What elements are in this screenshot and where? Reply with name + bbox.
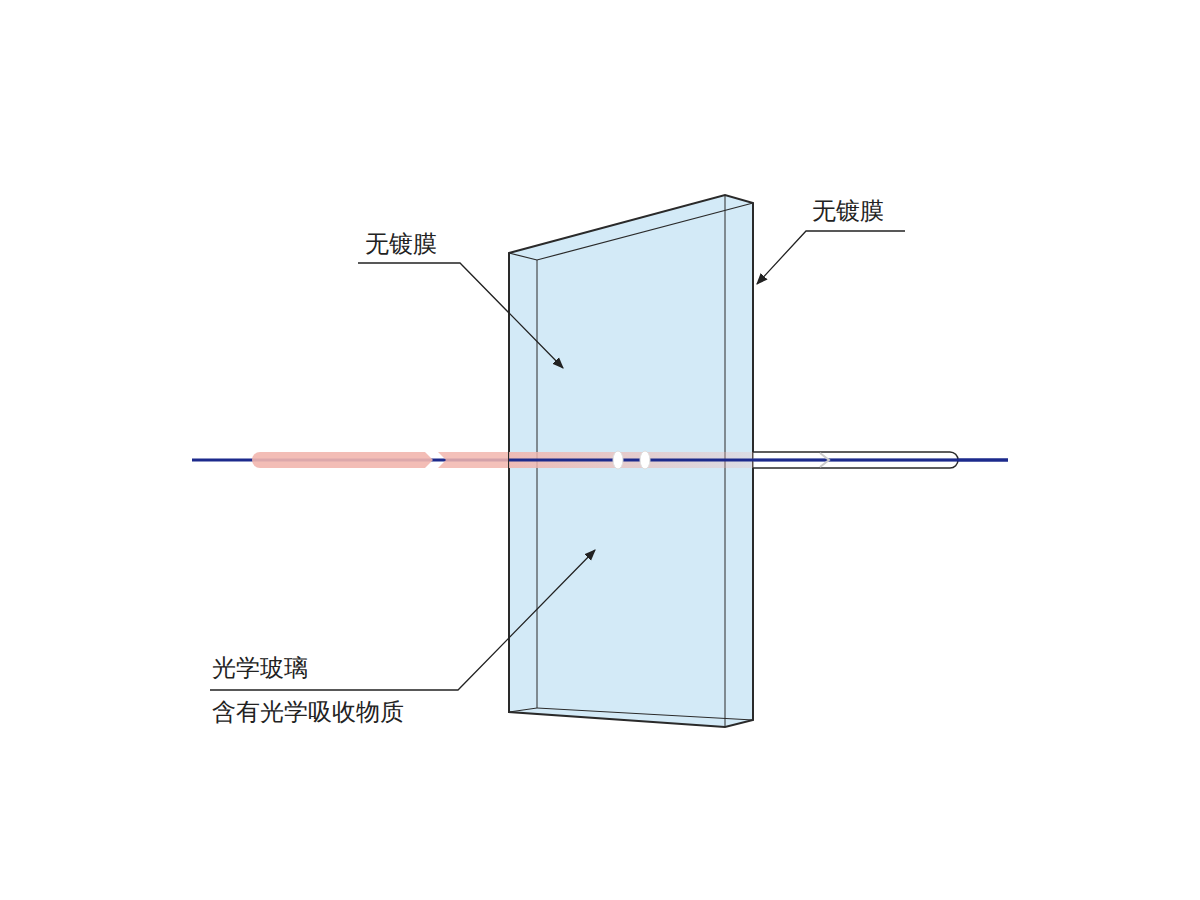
callout-label: 含有光学吸收物质 bbox=[212, 698, 404, 727]
beam-axis bbox=[509, 459, 753, 462]
beam-axis bbox=[753, 459, 1008, 462]
glass-edge bbox=[509, 708, 753, 720]
callout-label: 无镀膜 bbox=[812, 197, 884, 226]
callout-label: 光学玻璃 bbox=[212, 654, 308, 683]
glass-plate bbox=[509, 195, 753, 727]
glass-edge bbox=[509, 203, 753, 260]
beam-chevron bbox=[820, 453, 829, 467]
absorption-mark bbox=[613, 451, 623, 469]
glass-edge bbox=[537, 260, 538, 708]
absorption-mark bbox=[640, 451, 650, 469]
leader-line bbox=[358, 263, 563, 368]
leader-line bbox=[757, 231, 905, 284]
absorbed-beam bbox=[509, 452, 753, 468]
light-beam bbox=[252, 452, 433, 468]
leader-line bbox=[210, 550, 595, 690]
callout-label: 无镀膜 bbox=[365, 230, 437, 259]
